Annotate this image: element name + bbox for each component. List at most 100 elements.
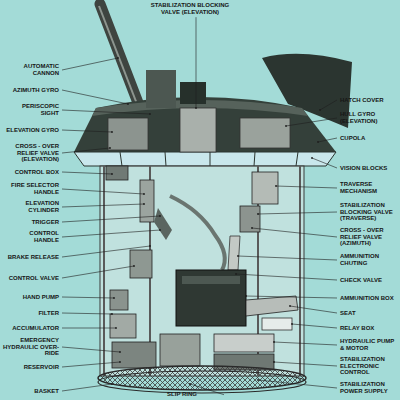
- ammunition-box: [176, 270, 246, 326]
- leader-dot: [275, 185, 277, 187]
- leader-dot: [311, 157, 313, 159]
- relay-box: [262, 318, 292, 330]
- hydraulic-pump: [214, 334, 274, 352]
- part-label: AMMUNITION CHUTING: [340, 253, 397, 266]
- leader-line: [238, 256, 337, 260]
- control-valve: [130, 250, 152, 278]
- leader-dot: [291, 323, 293, 325]
- part-label: ELEVATION CYLINDER: [3, 200, 59, 213]
- leader-dot: [119, 361, 121, 363]
- part-label: SEAT: [340, 310, 397, 317]
- seat: [246, 296, 298, 316]
- leader-line: [292, 324, 337, 328]
- leader-line: [258, 212, 337, 214]
- vision-blocks: [74, 152, 336, 166]
- part-label: VISION BLOCKS: [340, 165, 397, 172]
- leader-dot: [143, 203, 145, 205]
- part-label: RELAY BOX: [340, 325, 397, 332]
- elevation-cylinder: [140, 180, 154, 222]
- leader-dot: [143, 193, 145, 195]
- leader-line: [62, 130, 112, 132]
- part-label: HULL GYRO (ELEVATION): [340, 111, 397, 124]
- leader-line: [312, 158, 337, 168]
- barrel-highlight: [99, 6, 137, 104]
- leader-dot: [257, 213, 259, 215]
- part-label: HATCH COVER: [340, 97, 397, 104]
- leader-line: [62, 172, 112, 174]
- hydraulic-line: [170, 196, 225, 270]
- part-label: TRIGGER: [3, 219, 59, 226]
- leader-line: [246, 296, 337, 298]
- leader-dot: [111, 383, 113, 385]
- leader-line: [62, 148, 110, 153]
- leader-dot: [115, 327, 117, 329]
- leader-line: [62, 189, 144, 194]
- part-label: BASKET: [3, 388, 59, 395]
- leader-dot: [149, 245, 151, 247]
- cupola: [74, 97, 336, 152]
- leader-dot: [159, 229, 161, 231]
- hand-pump: [110, 290, 128, 310]
- leader-line: [62, 328, 116, 329]
- control-box: [106, 166, 128, 180]
- leader-dot: [159, 215, 161, 217]
- part-label: AZIMUTH GYRO: [3, 87, 59, 94]
- leader-line: [274, 342, 337, 345]
- sight-housing: [146, 70, 176, 108]
- part-label: FILTER: [3, 310, 59, 317]
- leader-dot: [237, 255, 239, 257]
- part-label: CHECK VALVE: [340, 277, 397, 284]
- part-label: STABILIZATION BLOCKING VALVE (TRAVERSE): [340, 202, 397, 222]
- basket-body: [100, 166, 304, 376]
- part-label: ACCUMULATOR: [3, 325, 59, 332]
- leader-dot: [111, 173, 113, 175]
- leader-dot: [119, 351, 121, 353]
- leader-dot: [117, 57, 119, 59]
- leader-line: [62, 230, 160, 237]
- part-label: AUTOMATIC CANNON: [3, 63, 59, 76]
- leader-dot: [127, 103, 129, 105]
- part-label: ELEVATION GYRO: [3, 127, 59, 134]
- leader-line: [62, 297, 114, 298]
- ammunition-chuting: [228, 236, 240, 270]
- part-label: CUPOLA: [340, 135, 397, 142]
- leader-dot: [257, 379, 259, 381]
- leader-dot: [189, 383, 191, 385]
- leader-line: [276, 186, 337, 188]
- leader-line: [320, 100, 337, 110]
- leader-line: [62, 266, 134, 278]
- leader-line: [286, 118, 337, 126]
- leader-dot: [319, 109, 321, 111]
- part-label: AMMUNITION BOX: [340, 295, 397, 302]
- control-handle: [154, 208, 172, 240]
- part-label: TRAVERSE MECHANISM: [340, 181, 397, 194]
- part-label: HYDRAULIC PUMP & MOTOR: [340, 338, 397, 351]
- leader-line: [290, 306, 337, 313]
- part-label: CROSS - OVER RELIEF VALVE (ELEVATION): [3, 143, 59, 163]
- part-label: BRAKE RELEASE: [3, 254, 59, 261]
- traverse-mechanism: [252, 172, 278, 204]
- leader-dot: [111, 313, 113, 315]
- cannon-barrel: [100, 4, 140, 108]
- leader-line: [62, 347, 120, 352]
- part-label: CONTROL VALVE: [3, 275, 59, 282]
- reservoir: [112, 342, 156, 368]
- part-label: STABILIZATION POWER SUPPLY: [340, 381, 397, 394]
- leader-line: [62, 313, 112, 314]
- leader-dot: [317, 141, 319, 143]
- leader-line: [274, 362, 337, 366]
- leader-dot: [109, 147, 111, 149]
- leader-line: [258, 380, 337, 388]
- accumulator: [110, 314, 136, 338]
- leader-line: [62, 58, 118, 70]
- leader-dot: [235, 273, 237, 275]
- leader-dot: [133, 265, 135, 267]
- part-label: FIRE SELECTOR HANDLE: [3, 182, 59, 195]
- leader-line: [62, 90, 128, 104]
- part-label: STABILIZATION ELECTRONIC CONTROL: [340, 356, 397, 376]
- leader-dot: [251, 227, 253, 229]
- leader-dot: [195, 107, 197, 109]
- leader-line: [252, 228, 337, 237]
- leader-dot: [149, 113, 151, 115]
- leader-dot: [245, 295, 247, 297]
